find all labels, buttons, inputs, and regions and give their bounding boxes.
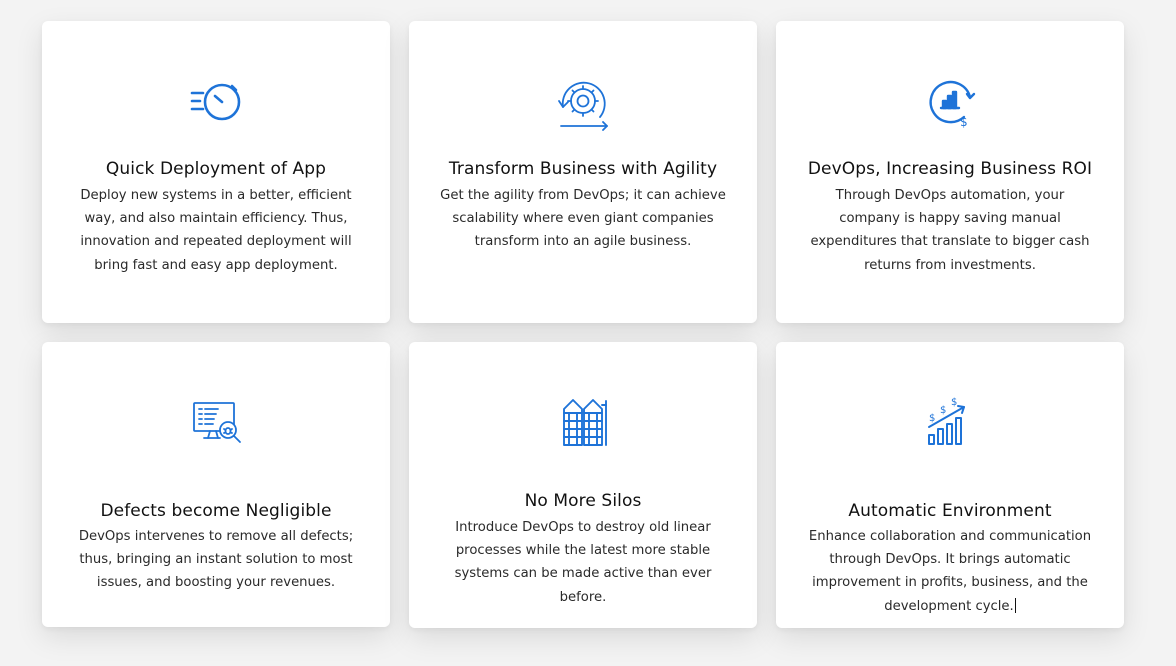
feature-card-agility: Transform Business with Agility Get the … [409,21,757,323]
feature-description: Enhance collaboration and communication … [804,525,1096,618]
silos-icon [553,391,613,451]
svg-text:$: $ [951,397,957,408]
roi-chart-dollar-icon: $ [920,73,980,133]
feature-description: Deploy new systems in a better, efficien… [80,188,352,273]
feature-description: DevOps intervenes to remove all defects;… [78,529,354,591]
feature-title: Automatic Environment [848,501,1052,521]
feature-description: Introduce DevOps to destroy old linear p… [454,520,712,605]
feature-description: Through DevOps automation, your company … [810,188,1090,273]
feature-card-roi: $ DevOps, Increasing Business ROI Throug… [776,21,1124,323]
text-cursor [1014,597,1016,613]
monitor-bug-search-icon [186,391,246,451]
svg-text:$: $ [960,115,968,129]
svg-text:$: $ [940,405,946,416]
features-grid: Quick Deployment of App Deploy new syste… [42,21,1124,628]
feature-title: Quick Deployment of App [105,159,327,179]
feature-card-silos: No More Silos Introduce DevOps to destro… [409,342,757,628]
feature-title: No More Silos [524,491,642,511]
growth-bars-dollar-icon: $ $ $ [920,391,980,451]
feature-card-quick-deployment: Quick Deployment of App Deploy new syste… [42,21,390,323]
stopwatch-speed-icon [186,73,246,133]
feature-title: Defects become Negligible [100,501,332,521]
feature-title: DevOps, Increasing Business ROI [807,159,1093,179]
feature-card-defects: Defects become Negligible DevOps interve… [42,342,390,627]
feature-description-text: Enhance collaboration and communication … [808,529,1092,614]
gear-cycle-icon [553,73,613,133]
feature-card-automatic: $ $ $ Automatic Environment Enhance coll… [776,342,1124,628]
feature-description: Get the agility from DevOps; it can achi… [440,188,726,250]
svg-text:$: $ [929,413,935,424]
feature-title: Transform Business with Agility [448,159,718,179]
